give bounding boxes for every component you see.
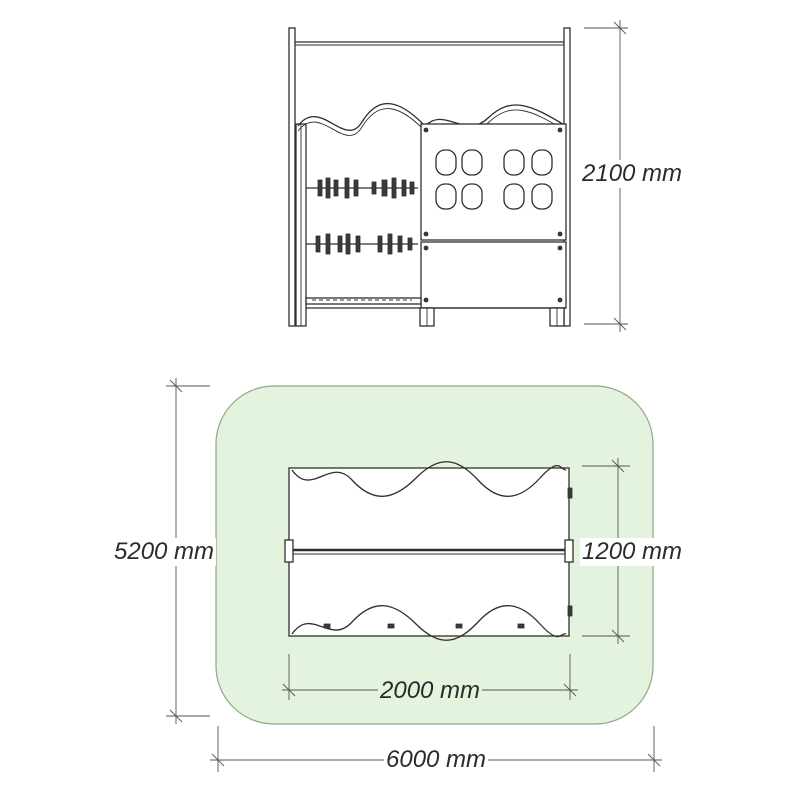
panel-hole bbox=[435, 149, 457, 176]
panel-hole bbox=[503, 183, 525, 210]
zone-width-label: 6000 mm bbox=[384, 746, 489, 774]
panel-hole bbox=[435, 183, 457, 210]
plan-width-label: 2000 mm bbox=[378, 677, 483, 705]
plan-wavy-bottom bbox=[291, 605, 567, 641]
panel-hole bbox=[531, 183, 553, 210]
panel-hole bbox=[531, 149, 553, 176]
panel-hole bbox=[461, 183, 483, 210]
front-height-label: 2100 mm bbox=[580, 160, 685, 188]
abacus-rail-upper bbox=[306, 177, 418, 199]
panel-hole bbox=[461, 149, 483, 176]
zone-depth-label: 5200 mm bbox=[112, 538, 217, 566]
perforated-panel bbox=[420, 123, 567, 241]
lower-solid-panel bbox=[420, 241, 567, 309]
plan-wavy-top bbox=[291, 461, 567, 497]
front-elevation bbox=[288, 27, 571, 327]
left-post bbox=[288, 27, 296, 327]
plan-view bbox=[284, 461, 574, 641]
plan-structure bbox=[288, 467, 570, 637]
plan-depth-label: 1200 mm bbox=[580, 538, 685, 566]
panel-hole bbox=[503, 149, 525, 176]
floor-beam bbox=[305, 297, 422, 305]
abacus-rail-lower bbox=[306, 233, 418, 255]
